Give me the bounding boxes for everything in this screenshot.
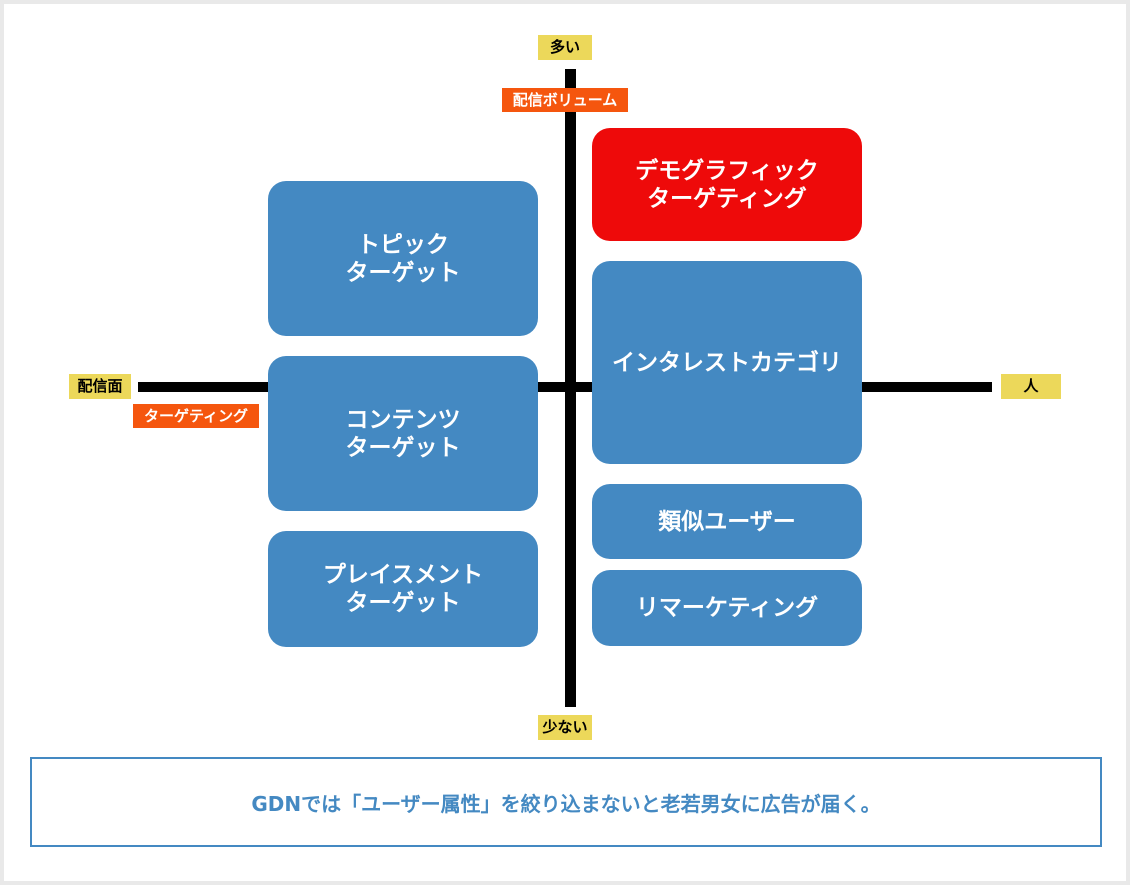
box-demographic-targeting: デモグラフィック ターゲティング: [592, 128, 862, 241]
note-box: GDNでは「ユーザー属性」を絞り込まないと老若男女に広告が届く。: [30, 757, 1102, 847]
axis-label-left: 配信面: [69, 374, 131, 399]
note-text: GDNでは「ユーザー属性」を絞り込まないと老若男女に広告が届く。: [251, 791, 881, 816]
axis-title-targeting: ターゲティング: [133, 404, 259, 428]
box-content-target: コンテンツ ターゲット: [268, 356, 538, 511]
axis-label-top: 多い: [538, 35, 592, 60]
box-interest-label: インタレストカテゴリ: [612, 350, 842, 376]
box-topic-target: トピック ターゲット: [268, 181, 538, 336]
diagram-canvas: 多い 配信ボリューム 少ない 配信面 ターゲティング 人 トピック ターゲット …: [4, 4, 1126, 881]
box-similar-users: 類似ユーザー: [592, 484, 862, 559]
box-remarketing-label: リマーケティング: [635, 595, 819, 621]
box-remarketing: リマーケティング: [592, 570, 862, 646]
box-placement-label: プレイスメント ターゲット: [322, 562, 484, 616]
horizontal-axis: [138, 382, 992, 392]
box-interest-category: インタレストカテゴリ: [592, 261, 862, 464]
axis-title-volume: 配信ボリューム: [502, 88, 628, 112]
axis-label-right: 人: [1001, 374, 1061, 399]
axis-label-bottom: 少ない: [538, 715, 592, 740]
box-content-label: コンテンツ ターゲット: [345, 406, 461, 461]
box-similar-label: 類似ユーザー: [658, 508, 796, 535]
box-placement-target: プレイスメント ターゲット: [268, 531, 538, 647]
box-topic-label: トピック ターゲット: [345, 231, 461, 286]
box-demographic-label: デモグラフィック ターゲティング: [635, 157, 819, 212]
